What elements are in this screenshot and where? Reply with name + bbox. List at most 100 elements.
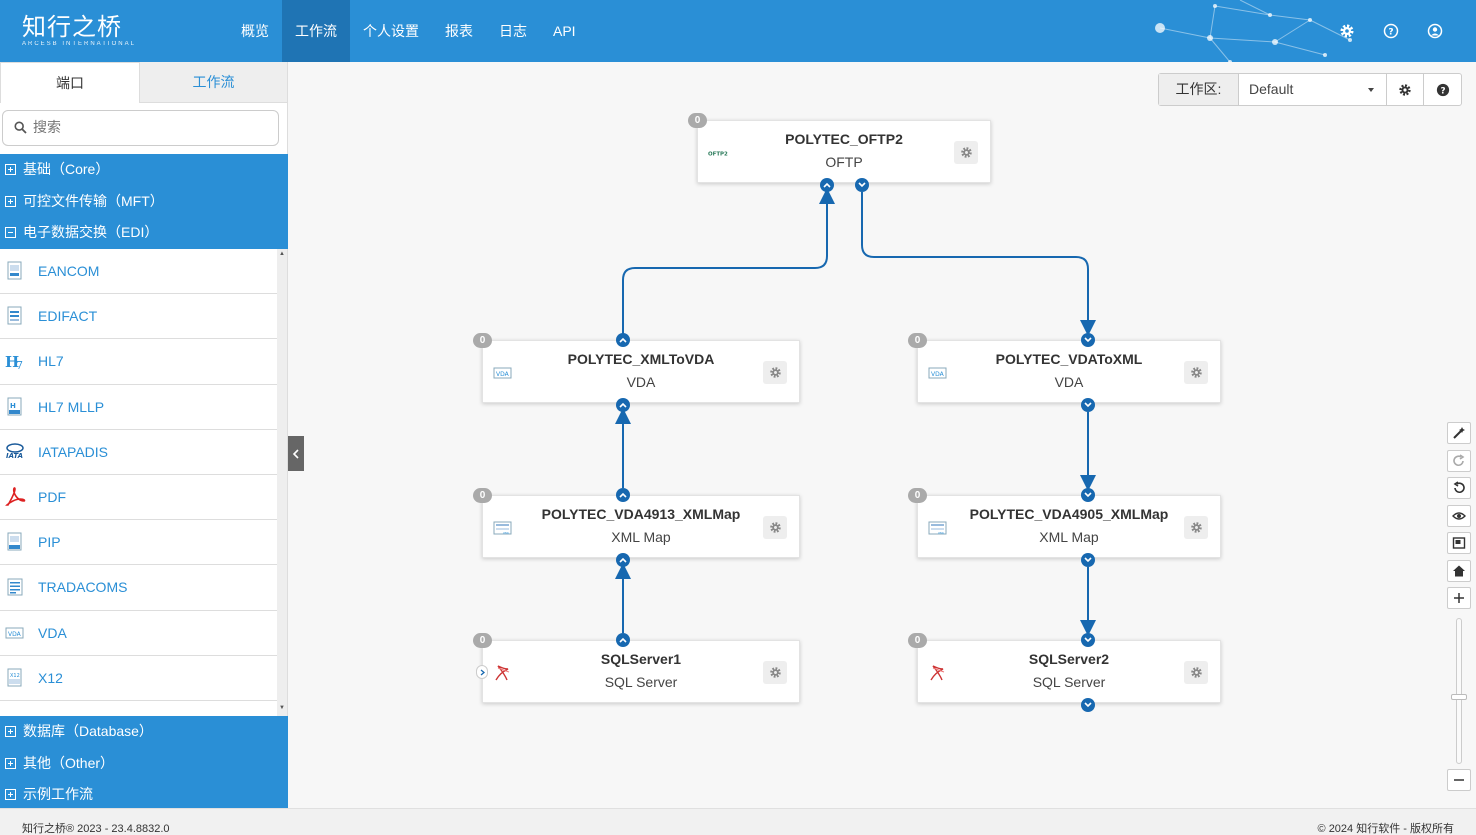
svg-text:7: 7 [16,359,23,371]
zoom-slider[interactable] [1456,618,1462,764]
top-bar: 知行之桥 ARCESB INTERNATIONAL 概览 工作流 个人设置 报表… [0,0,1476,62]
brand-logo[interactable]: 知行之桥 ARCESB INTERNATIONAL [22,14,136,48]
list-item[interactable]: X12 X12 [0,656,277,701]
flow-node-vda4905-xmlmap[interactable]: XML POLYTEC_VDA4905_XMLMap XML Map [917,495,1221,558]
flow-node-vda4913-xmlmap[interactable]: XML POLYTEC_VDA4913_XMLMap XML Map [482,495,800,558]
workspace-help-button[interactable]: ? [1424,74,1461,105]
footer: 知行之桥® 2023 - 23.4.8832.0 © 2024 知行软件 - 版… [0,808,1476,835]
x12-icon: X12 [4,667,26,689]
list-item[interactable]: VDA VDA [0,611,277,656]
magic-wand-icon [1453,427,1465,439]
node-settings-button[interactable] [954,141,978,164]
category-database[interactable]: 数据库（Database） [0,716,288,748]
node-settings-button[interactable] [1184,361,1208,384]
nav-overview[interactable]: 概览 [241,23,269,39]
user-icon[interactable] [1424,20,1446,42]
category-edi[interactable]: 电子数据交换（EDI） [0,217,288,249]
flow-node-sqlserver2[interactable]: SQLServer2 SQL Server [917,640,1221,703]
list-item[interactable]: IATA IATAPADIS [0,430,277,475]
auto-layout-button[interactable] [1447,422,1471,444]
home-button[interactable] [1447,559,1471,582]
node-settings-button[interactable] [763,661,787,684]
message-count-badge: 0 [908,633,927,648]
category-core[interactable]: 基础（Core） [0,154,288,186]
xml-map-icon: XML [493,518,513,538]
list-item[interactable]: TRADACOMS [0,565,277,611]
nav-workflow[interactable]: 工作流 [282,0,350,62]
input-port[interactable] [820,178,834,192]
node-settings-button[interactable] [763,361,787,384]
minus-icon [1454,779,1464,781]
workspace-dropdown[interactable]: Default [1239,74,1387,105]
sidebar-collapse-button[interactable] [288,436,304,471]
help-icon[interactable]: ? [1380,20,1402,42]
svg-text:H: H [10,402,16,410]
flow-node-vda-to-xml[interactable]: VDA POLYTEC_VDAToXML VDA [917,340,1221,403]
category-other[interactable]: 其他（Other） [0,748,288,780]
workspace-settings-button[interactable] [1387,74,1424,105]
list-item[interactable]: H HL7 MLLP [0,385,277,430]
nav-api[interactable]: API [553,23,576,39]
node-title: POLYTEC_VDA4905_XMLMap [969,506,1169,522]
flow-node-oftp2[interactable]: OFTP2 POLYTEC_OFTP2 OFTP [697,120,991,183]
category-mft[interactable]: 可控文件传输（MFT） [0,186,288,218]
node-settings-button[interactable] [1184,661,1208,684]
output-port[interactable] [855,178,869,192]
input-port[interactable] [616,398,630,412]
output-port[interactable] [616,488,630,502]
node-settings-button[interactable] [763,516,787,539]
output-port[interactable] [1081,553,1095,567]
list-item[interactable]: PIP [0,520,277,566]
trigger-port[interactable] [476,665,488,679]
nav-personal-settings[interactable]: 个人设置 [363,23,419,39]
svg-text:VDA: VDA [8,631,22,638]
scroll-down-icon[interactable]: ▼ [279,705,285,711]
node-settings-button[interactable] [1184,516,1208,539]
flow-node-xml-to-vda[interactable]: VDA POLYTEC_XMLToVDA VDA [482,340,800,403]
zoom-out-button[interactable] [1447,769,1471,791]
input-port[interactable] [1081,633,1095,647]
zoom-slider-handle[interactable] [1451,694,1467,700]
undo-button[interactable] [1447,477,1471,499]
home-icon [1453,565,1465,576]
category-sample-workflows[interactable]: 示例工作流 [0,779,288,811]
list-item[interactable]: EANCOM [0,249,277,295]
list-scrollbar[interactable] [277,249,287,716]
gear-icon[interactable] [1336,20,1358,42]
gear-icon [769,667,781,678]
vda-icon: VDA [928,363,948,383]
input-port[interactable] [1081,488,1095,502]
tab-workflows[interactable]: 工作流 [140,62,287,103]
output-port[interactable] [616,333,630,347]
help-icon: ? [1436,83,1449,96]
category-label: 示例工作流 [23,786,93,803]
node-title: SQLServer2 [1028,651,1110,667]
svg-text:VDA: VDA [931,371,945,378]
redo-button[interactable] [1447,449,1471,472]
output-port[interactable] [1081,398,1095,412]
input-port[interactable] [616,553,630,567]
nav-logs[interactable]: 日志 [499,23,527,39]
preview-button[interactable] [1447,504,1471,527]
search-field[interactable] [2,110,279,146]
tab-ports[interactable]: 端口 [0,62,140,103]
list-item[interactable]: EDIFACT [0,294,277,340]
search-input[interactable] [33,119,263,135]
chevron-down-icon [1084,492,1092,498]
workspace-selector: 工作区: Default ? [1158,73,1462,106]
scroll-up-icon[interactable]: ▲ [279,251,285,257]
ports-sidebar: 端口 工作流 基础（Core） 可控文件传输（MFT） 电子数据交换（EDI） … [0,62,288,811]
category-label: 可控文件传输（MFT） [23,192,164,209]
svg-text:?: ? [1440,86,1445,96]
list-item[interactable]: PDF [0,475,277,521]
nav-reports[interactable]: 报表 [445,23,473,39]
zoom-in-button[interactable] [1447,587,1471,609]
input-port[interactable] [1081,333,1095,347]
flow-node-sqlserver1[interactable]: SQLServer1 SQL Server [482,640,800,703]
snapshot-button[interactable] [1447,532,1471,554]
tradacoms-icon [4,576,26,598]
output-port[interactable] [616,633,630,647]
oftp2-icon: OFTP2 [708,143,728,163]
output-port[interactable] [1081,698,1095,712]
